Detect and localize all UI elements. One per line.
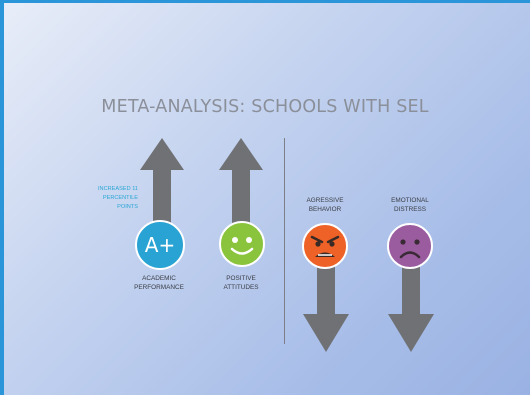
a-plus-icon: A+ [135,220,185,270]
angry-face-icon [302,223,348,269]
label-emotional-distress: EMOTIONAL DISTRESS [391,197,429,213]
label-aggressive-behavior: AGRESSIVE BEHAVIOR [306,197,344,213]
window-left-border [0,0,4,395]
down-arrow-aggressive [303,258,349,352]
up-arrow-attitudes [219,138,263,230]
slide-title: META-ANALYSIS: SCHOOLS WITH SEL [101,97,429,117]
increase-note: INCREASED 11 PERCENTILE POINTS [98,186,138,210]
label-positive-attitudes: POSITIVE ATTITUDES [223,275,259,291]
smiley-face-icon [219,221,265,267]
up-arrow-academic [140,138,184,230]
down-arrow-distress [388,258,434,352]
label-academic-performance: ACADEMIC PERFORMANCE [134,275,184,291]
window-top-border [0,0,530,3]
section-divider [284,138,285,344]
sad-face-icon [387,223,433,269]
slide-canvas [4,3,530,395]
a-plus-text: A+ [144,233,176,257]
